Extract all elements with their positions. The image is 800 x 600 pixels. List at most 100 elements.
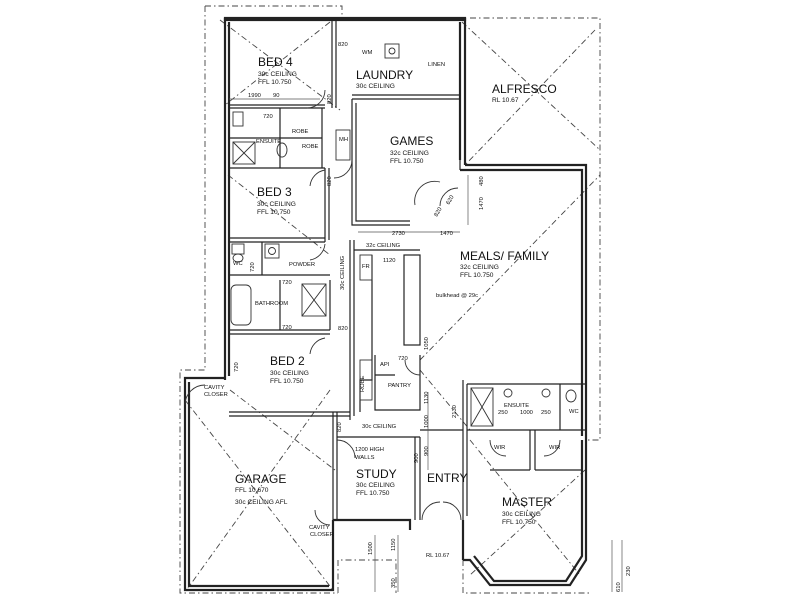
meals-ceiling: 32c CEILING [460, 264, 499, 271]
dim-2730: 2730 [392, 231, 405, 237]
label-api: API [380, 362, 390, 368]
room-bed4: BED 4 30c CEILING FFL 10.750 [258, 55, 297, 86]
dim-1500: 1500 [368, 542, 374, 555]
label-high-walls-1: 1200 HIGH [355, 447, 384, 453]
dim-900a: 900 [424, 446, 430, 456]
dim-720f: 720 [234, 362, 240, 372]
label-bathroom: BATHROOM [255, 301, 288, 307]
dim-1000b: 1000 [520, 410, 533, 416]
dim-720a: 720 [263, 114, 273, 120]
dim-250b: 250 [541, 410, 551, 416]
bed2-name: BED 2 [270, 354, 305, 368]
label-rl-entry: RL 10.67 [426, 553, 449, 559]
bed4-ffl: FFL 10.750 [258, 79, 292, 86]
label-high-walls-2: WALLS [355, 455, 375, 461]
dim-1120: 1120 [383, 258, 395, 264]
label-cavity-1: CAVITY [204, 385, 225, 391]
garage-ceiling: 30c CEILING AFL [235, 499, 288, 506]
dim-900b: 900 [414, 453, 420, 463]
dim-820g: 820 [434, 207, 444, 218]
master-ffl: FFL 10.750 [502, 519, 536, 526]
alfresco-rl: RL 10.67 [492, 97, 519, 104]
label-linen: LINEN [428, 62, 445, 68]
dim-820b: 820 [327, 94, 333, 104]
dim-1000a: 1000 [424, 415, 430, 428]
label-closer-1: CLOSER [204, 392, 228, 398]
study-name: STUDY [356, 467, 397, 481]
meals-ffl: FFL 10.750 [460, 272, 494, 279]
master-name: MASTER [502, 495, 552, 509]
games-ceiling: 32c CEILING [390, 150, 429, 157]
dim-1990: 1990 [248, 93, 261, 99]
study-ceiling: 30c CEILING [356, 482, 395, 489]
label-pantry: PANTRY [388, 383, 411, 389]
dim-2130: 2130 [452, 405, 458, 418]
label-mh: MH [339, 137, 348, 143]
room-master: MASTER 30c CEILING FFL 10.750 [502, 495, 552, 526]
garage-ffl: FFL 10.670 [235, 487, 269, 494]
secondary-labels: WM LINEN ROBE ROBE MH ENSUITE WC POWDER … [204, 50, 579, 559]
alfresco-name: ALFRESCO [492, 82, 557, 96]
dim-1470a: 1470 [440, 231, 453, 237]
bed2-ffl: FFL 10.750 [270, 378, 304, 385]
bed2-ceiling: 30c CEILING [270, 370, 309, 377]
dim-720e: 720 [398, 356, 408, 362]
garage-name: GARAGE [235, 472, 286, 486]
dim-820a: 820 [338, 42, 348, 48]
room-games: GAMES 32c CEILING FFL 10.750 [390, 134, 433, 165]
dim-1050: 1050 [424, 337, 430, 350]
games-ffl: FFL 10.750 [390, 158, 424, 165]
label-wir-2: WIR [549, 445, 560, 451]
games-name: GAMES [390, 134, 433, 148]
label-cavity-2: CAVITY [309, 525, 330, 531]
dim-480: 480 [479, 176, 485, 186]
label-ensuite: ENSUITE [256, 139, 281, 145]
label-hall-ceiling-v: 30c CEILING [340, 255, 346, 290]
dim-820c: 820 [327, 176, 333, 186]
bed4-ceiling: 30c CEILING [258, 71, 297, 78]
dimension-labels: 820 1990 90 720 820 820 720 720 720 820 … [234, 42, 632, 592]
dim-1470b: 1470 [479, 197, 485, 210]
laundry-ceiling: 30c CEILING [356, 83, 395, 90]
label-robe-2: ROBE [302, 144, 319, 150]
label-master-ensuite: ENSUITE [504, 403, 529, 409]
room-study: STUDY 30c CEILING FFL 10.750 [356, 467, 397, 497]
room-garage: GARAGE FFL 10.670 30c CEILING AFL [235, 472, 288, 506]
dimension-lines [229, 98, 623, 592]
dim-820d: 820 [338, 326, 348, 332]
bed4-name: BED 4 [258, 55, 293, 69]
label-powder: POWDER [289, 262, 315, 268]
label-robe-hall: ROBE [360, 375, 366, 392]
roof-hip-lines [184, 19, 601, 591]
master-ceiling: 30c CEILING [502, 511, 541, 518]
entry-name: ENTRY [427, 471, 467, 485]
laundry-name: LAUNDRY [356, 68, 413, 82]
door-swings [184, 89, 561, 526]
dim-1130: 1130 [424, 392, 430, 404]
label-hall-ceiling-2: 30c CEILING [362, 424, 397, 430]
meals-name: MEALS/ FAMILY [460, 249, 549, 263]
dim-620: 620 [446, 195, 456, 206]
room-bed3: BED 3 30c CEILING FFL 10.750 [257, 185, 296, 216]
bed3-ffl: FFL 10.750 [257, 209, 291, 216]
label-wc: WC [233, 261, 243, 267]
label-wir-1: WIR [494, 445, 505, 451]
room-bed2: BED 2 30c CEILING FFL 10.750 [270, 354, 309, 385]
label-hall-ceiling-1: 32c CEILING [366, 243, 401, 249]
dim-90: 90 [273, 93, 279, 99]
bed3-name: BED 3 [257, 185, 292, 199]
dim-610: 610 [616, 582, 622, 592]
dim-250a: 250 [498, 410, 508, 416]
room-meals-family: MEALS/ FAMILY 32c CEILING FFL 10.750 [460, 249, 549, 279]
label-robe-1: ROBE [292, 129, 309, 135]
room-laundry: LAUNDRY 30c CEILING [356, 68, 413, 90]
room-alfresco: ALFRESCO RL 10.67 [492, 82, 557, 104]
label-wm: WM [362, 50, 372, 56]
label-fr: FR [362, 264, 370, 270]
label-bulkhead: bulkhead @ 29c [436, 293, 478, 299]
dim-720b: 720 [250, 262, 256, 272]
fixtures [230, 43, 577, 427]
study-ffl: FFL 10.750 [356, 490, 390, 497]
label-closer-2: CLOSER [310, 532, 334, 538]
